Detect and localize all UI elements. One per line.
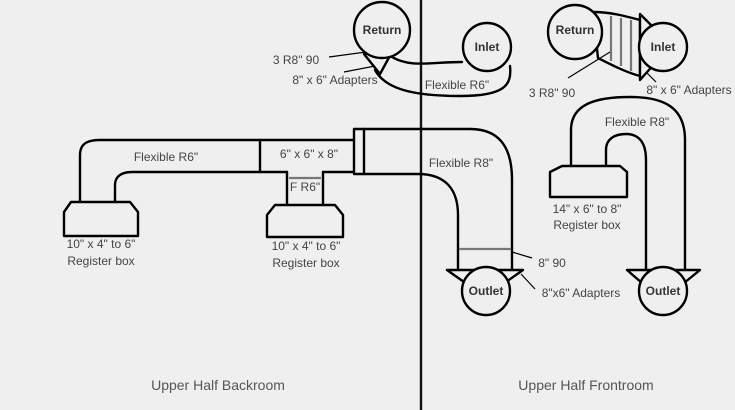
left-register-2-line1: 10" x 4" to 6" — [272, 239, 341, 253]
left-outlet-adapter-leader — [520, 273, 536, 290]
left-flex-left-label: Flexible R6" — [134, 150, 198, 164]
right-return-label: Return — [556, 23, 595, 37]
right-panel: Return Inlet Outlet 3 R8" 90 8" x 6" Ada… — [518, 3, 732, 393]
left-adapter-leader-1 — [328, 51, 367, 58]
right-inlet-label: Inlet — [651, 40, 676, 54]
left-tee-label: 6" x 6" x 8" — [280, 147, 338, 161]
left-r8-outer — [362, 127, 514, 272]
left-caption: Upper Half Backroom — [151, 377, 285, 393]
left-f-r6-label: F R6" — [290, 180, 320, 194]
left-register-box-1 — [62, 200, 140, 238]
right-register-line2: Register box — [553, 218, 620, 232]
left-return-circle — [352, 0, 412, 60]
right-adapter-count-leader — [567, 51, 611, 79]
left-inlet-flex-duct-lower — [373, 64, 512, 98]
left-inlet-circle — [461, 21, 513, 73]
left-return-label: Return — [363, 23, 402, 37]
right-outlet-circle — [637, 265, 689, 317]
left-elbow-label: 8" 90 — [538, 256, 566, 270]
right-outlet-label: Outlet — [646, 284, 681, 298]
right-caption: Upper Half Frontroom — [518, 377, 653, 393]
left-flex-right-label: Flexible R8" — [429, 156, 493, 170]
left-outlet-circle — [460, 265, 512, 317]
right-adapters-label: 8" x 6" Adapters — [646, 83, 731, 97]
left-elbow-leader — [511, 251, 533, 259]
right-loop-inner — [604, 132, 648, 272]
right-register-line1: 14" x 6" to 8" — [553, 202, 622, 216]
left-register-box-2 — [265, 203, 345, 239]
left-trunk-collar — [352, 127, 366, 176]
right-inlet-circle — [637, 21, 689, 73]
left-flex-inlet-label: Flexible R6" — [425, 78, 489, 92]
left-panel: Return Inlet Outlet 3 R8" 90 8" x 6" Ada… — [62, 0, 621, 393]
right-return-circle — [546, 3, 604, 61]
left-adapter-leader-2 — [343, 65, 376, 73]
left-register-1-line1: 10" x 4" to 6" — [67, 237, 136, 251]
left-trunk-bottom — [113, 170, 289, 207]
right-loop-outer — [569, 95, 687, 272]
right-adapters-leader — [645, 71, 657, 83]
left-adapter-count-label: 3 R8" 90 — [273, 53, 320, 67]
right-flex-label: Flexible R8" — [605, 115, 669, 129]
right-register-box — [548, 164, 629, 199]
left-adapters-label: 8" x 6" Adapters — [292, 73, 377, 87]
left-register-2-line2: Register box — [272, 256, 339, 270]
left-inlet-label: Inlet — [475, 40, 500, 54]
left-outlet-adapter-label: 8"x6" Adapters — [542, 286, 621, 300]
left-outlet-label: Outlet — [469, 284, 504, 298]
left-r8-inner — [362, 172, 460, 272]
right-adapter-count-label: 3 R8" 90 — [529, 86, 576, 100]
left-trunk-top — [78, 138, 359, 207]
left-register-1-line2: Register box — [67, 254, 134, 268]
